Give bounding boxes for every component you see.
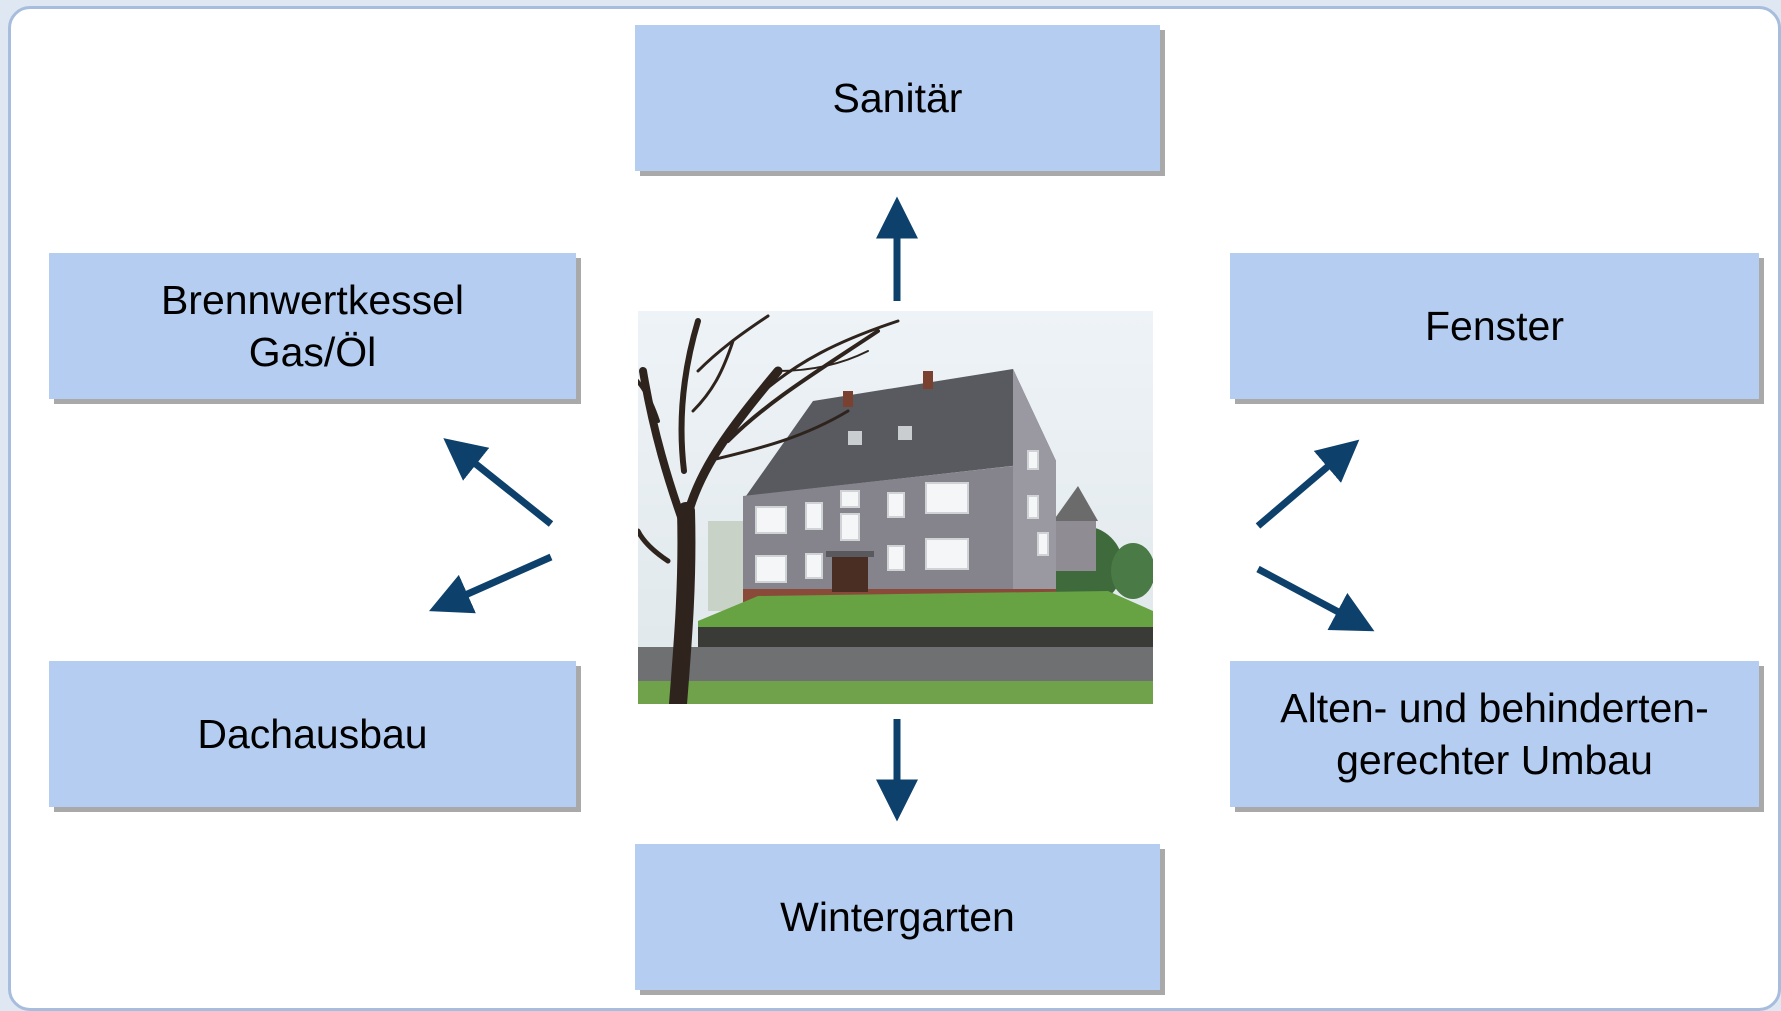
garden-wall bbox=[698, 627, 1153, 647]
tree bbox=[638, 314, 900, 704]
house-windows bbox=[755, 450, 1049, 583]
street bbox=[638, 647, 1153, 681]
box-umbau-label-line2: gerechter Umbau bbox=[1336, 737, 1653, 783]
diagram-frame: Sanitär Brennwertkessel Gas/Öl Fenster D… bbox=[8, 6, 1781, 1011]
arrow-to-fenster bbox=[1255, 439, 1360, 529]
box-wintergarten: Wintergarten bbox=[635, 844, 1160, 990]
box-sanitaer: Sanitär bbox=[635, 25, 1160, 171]
house-door bbox=[832, 556, 868, 592]
box-umbau-label-line1: Alten- und behinderten- bbox=[1280, 685, 1709, 731]
arrow-to-dachausbau bbox=[429, 553, 553, 614]
front-grass bbox=[638, 681, 1153, 704]
box-dachausbau: Dachausbau bbox=[49, 661, 576, 807]
side-house-roof bbox=[1053, 486, 1098, 521]
side-house-wall bbox=[1056, 521, 1096, 571]
lawn bbox=[698, 591, 1153, 631]
box-sanitaer-label: Sanitär bbox=[832, 75, 963, 121]
box-fenster-label: Fenster bbox=[1425, 303, 1564, 349]
chimney bbox=[843, 391, 853, 407]
box-fenster: Fenster bbox=[1230, 253, 1759, 399]
house-illustration bbox=[638, 311, 1153, 704]
house-photo bbox=[638, 311, 1153, 704]
arrows-layer bbox=[429, 196, 1375, 822]
door-canopy bbox=[826, 551, 874, 557]
box-brennwertkessel-label-line2: Gas/Öl bbox=[248, 329, 377, 375]
box-wintergarten-label: Wintergarten bbox=[780, 894, 1015, 940]
bush-far-right bbox=[1111, 543, 1153, 599]
box-dachausbau-label: Dachausbau bbox=[197, 711, 428, 757]
arrow-to-brennwertkessel bbox=[443, 438, 554, 527]
chimney bbox=[923, 371, 933, 389]
box-umbau: Alten- und behinderten- gerechter Umbau bbox=[1230, 661, 1759, 807]
dormer-window bbox=[848, 431, 862, 445]
arrow-to-umbau bbox=[1256, 565, 1375, 632]
dormer-window bbox=[898, 426, 912, 440]
box-brennwertkessel: Brennwertkessel Gas/Öl bbox=[49, 253, 576, 399]
box-brennwertkessel-label-line1: Brennwertkessel bbox=[160, 277, 465, 323]
